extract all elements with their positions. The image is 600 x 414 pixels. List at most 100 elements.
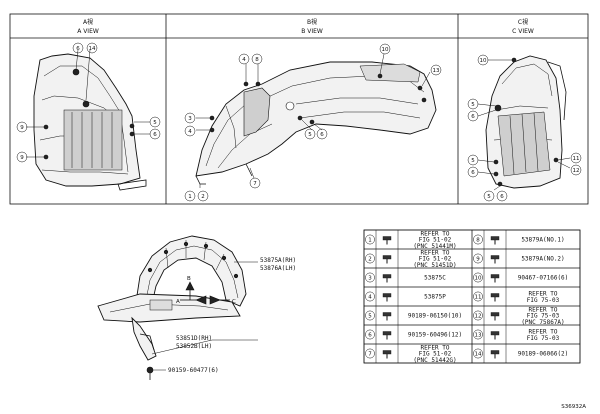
fastener-icon [382,255,392,264]
callout-12: 12 [573,168,580,174]
legend-text: REFER TO [529,329,558,336]
legend-number: 10 [475,276,482,282]
b-view-header-jp: B視 [307,18,317,26]
legend-text: REFER TO [529,291,558,298]
legend-text: FIG 51-02 [419,256,452,263]
legend-text: FIG 51-02 [419,237,452,244]
fastener-icon [382,236,392,245]
a-view-drawing [33,53,147,191]
a-view-header-en: A VIEW [77,28,99,35]
callout-5: 5 [471,158,475,164]
legend-number: 1 [368,238,372,244]
legend-text: (PNC 51441M) [413,243,456,250]
fastener-icon [490,331,500,340]
legend-text: 53875P [424,294,446,301]
legend-row: 6 90159-60496(12) [363,324,473,345]
fastener-icon [490,274,500,283]
legend-text: 90467-07166(6) [518,275,569,282]
legend-text: 90189-06066(2) [518,351,569,358]
legend-text: 90189-06150(10) [408,313,462,320]
figure-code: S36932A [561,404,586,410]
legend-number: 9 [476,257,480,263]
legend-number: 14 [475,352,482,358]
assembly-drawing: A B C 53875A(RH) 53876A(LH) 53851D(RH) 5… [97,235,296,380]
callout-1: 1 [188,194,192,200]
legend-number: 12 [475,314,482,320]
part-number-bottom-rh: 53851D(RH) [176,335,212,342]
callout-6: 6 [471,170,475,176]
callout-9: 9 [20,125,24,131]
c-view-drawing [485,55,567,189]
callout-5: 5 [487,194,491,200]
b-view-header-en: B VIEW [301,28,323,35]
legend-row: 3 53875C [363,267,473,288]
legend-number: 2 [368,257,372,263]
legend-text: FIG 75-03 [527,313,560,320]
legend-number: 13 [475,333,482,339]
b-view-callouts: 4 8 10 13 3 4 5 6 7 1 2 [184,43,442,202]
arrow-label-a: A [176,299,180,305]
callout-14: 14 [89,46,96,52]
fastener-icon [490,236,500,245]
arrow-label-b: B [187,276,191,282]
callout-9: 9 [20,155,24,161]
callout-8: 8 [255,57,259,63]
legend-text: REFER TO [529,307,558,314]
part-number-top-rh: 53875A(RH) [260,257,296,264]
callout-5: 5 [471,102,475,108]
top-views-frame: A視 A VIEW B視 B VIEW C視 C VIEW [9,13,589,205]
fastener-icon [382,274,392,283]
legend-text: 53875C [424,275,446,282]
fastener-icon [490,350,500,359]
callout-6: 6 [500,194,504,200]
legend-text: FIG 75-03 [527,335,560,342]
callout-11: 11 [573,156,580,162]
arrow-label-c: C [232,299,236,305]
legend-text: FIG 51-02 [419,351,452,358]
legend-row: 14 90189-06066(2) [471,343,581,364]
fastener-icon [490,293,500,302]
callout-6: 6 [76,46,80,52]
fastener-icon [382,350,392,359]
callout-4: 4 [188,129,192,135]
legend-row: 10 90467-07166(6) [471,267,581,288]
c-view-header-en: C VIEW [512,28,534,35]
legend-number: 3 [368,276,372,282]
fastener-icon [382,331,392,340]
callout-2: 2 [201,194,205,200]
callout-13: 13 [433,68,440,74]
fastener-icon [382,293,392,302]
fastener-icon [382,312,392,321]
callout-5: 5 [153,120,157,126]
legend-text: (PNC 51451D) [413,262,456,269]
legend-row: 5 90189-06150(10) [363,305,473,326]
legend-text: 53879A(NO.2) [521,256,564,263]
fastener-icon [490,312,500,321]
legend-text: REFER TO [421,250,450,257]
part-number-screw: 90159-60477(6) [168,367,219,374]
callout-3: 3 [188,116,192,122]
callout-6: 6 [320,132,324,138]
legend-text: (PNC 51442G) [413,357,456,364]
fastener-icon [490,255,500,264]
part-number-bottom-lh: 53852B(LH) [176,343,212,350]
part-number-top-lh: 53876A(LH) [260,265,296,272]
legend-text: (PNC 75867A) [521,319,564,326]
legend-number: 6 [368,333,372,339]
legend-number: 11 [475,295,482,301]
legend-text: 90159-60496(12) [408,332,462,339]
callout-10: 10 [480,58,487,64]
legend-number: 5 [368,314,372,320]
b-view-drawing [195,61,437,185]
legend-text: FIG 75-03 [527,297,560,304]
legend-text: 53879A(NO.1) [521,237,564,244]
legend-number: 7 [368,352,372,358]
c-view-callouts: 10 5 6 5 6 5 6 11 12 [467,54,582,202]
